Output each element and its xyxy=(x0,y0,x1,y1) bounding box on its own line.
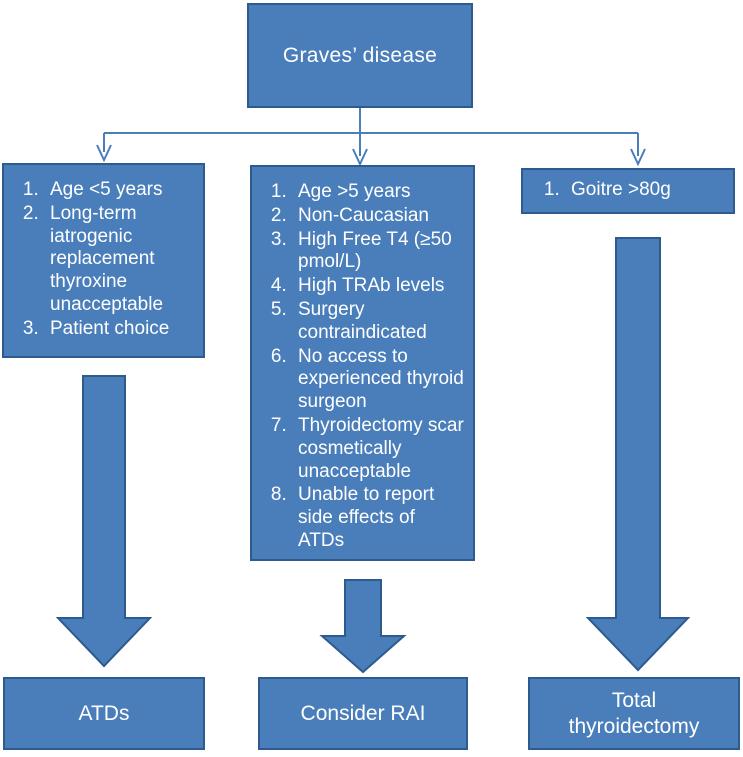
list-item: Patient choice xyxy=(44,318,195,341)
rai-criteria-list: Age >5 years Non-Caucasian High Free T4 … xyxy=(264,181,465,554)
list-item: Non-Caucasian xyxy=(292,205,465,228)
list-item: Age <5 years xyxy=(44,179,195,202)
arrowhead-right-icon xyxy=(630,148,646,167)
list-item: No access to experienced thyroid surgeon xyxy=(292,346,465,414)
list-item: Thyroidectomy scar cosmetically unaccept… xyxy=(292,415,465,483)
list-item: High TRAb levels xyxy=(292,275,465,298)
node-outcome-atds-label: ATDs xyxy=(78,701,130,725)
block-arrow-surgery xyxy=(585,237,691,672)
surgery-criteria-list: Goitre >80g xyxy=(535,179,671,203)
node-outcome-atds[interactable]: ATDs xyxy=(3,677,205,750)
node-graves-disease[interactable]: Graves’ disease xyxy=(247,3,473,108)
atd-criteria-list: Age <5 years Long-term iatrogenic replac… xyxy=(16,179,195,342)
block-arrow-rai xyxy=(319,579,407,674)
node-outcome-surgery[interactable]: Total thyroidectomy xyxy=(528,677,740,750)
node-outcome-surgery-label: Total thyroidectomy xyxy=(568,688,700,738)
arrowhead-middle-icon xyxy=(352,148,368,167)
list-item: Goitre >80g xyxy=(565,179,671,202)
list-item: Unable to report side effects of ATDs xyxy=(292,484,465,552)
node-atd-criteria[interactable]: Age <5 years Long-term iatrogenic replac… xyxy=(2,163,205,358)
arrowhead-left-icon xyxy=(96,144,112,163)
block-arrow-atds xyxy=(55,375,153,668)
node-outcome-rai[interactable]: Consider RAI xyxy=(258,677,468,750)
node-graves-disease-label: Graves’ disease xyxy=(282,43,438,67)
list-item: Surgery contraindicated xyxy=(292,299,465,345)
list-item: Long-term iatrogenic replacement thyroxi… xyxy=(44,203,195,317)
list-item: Age >5 years xyxy=(292,181,465,204)
list-item: High Free T4 (≥50 pmol/L) xyxy=(292,229,465,275)
node-surgery-criteria[interactable]: Goitre >80g xyxy=(521,168,735,214)
node-outcome-rai-label: Consider RAI xyxy=(300,701,426,725)
node-rai-criteria[interactable]: Age >5 years Non-Caucasian High Free T4 … xyxy=(250,165,475,561)
